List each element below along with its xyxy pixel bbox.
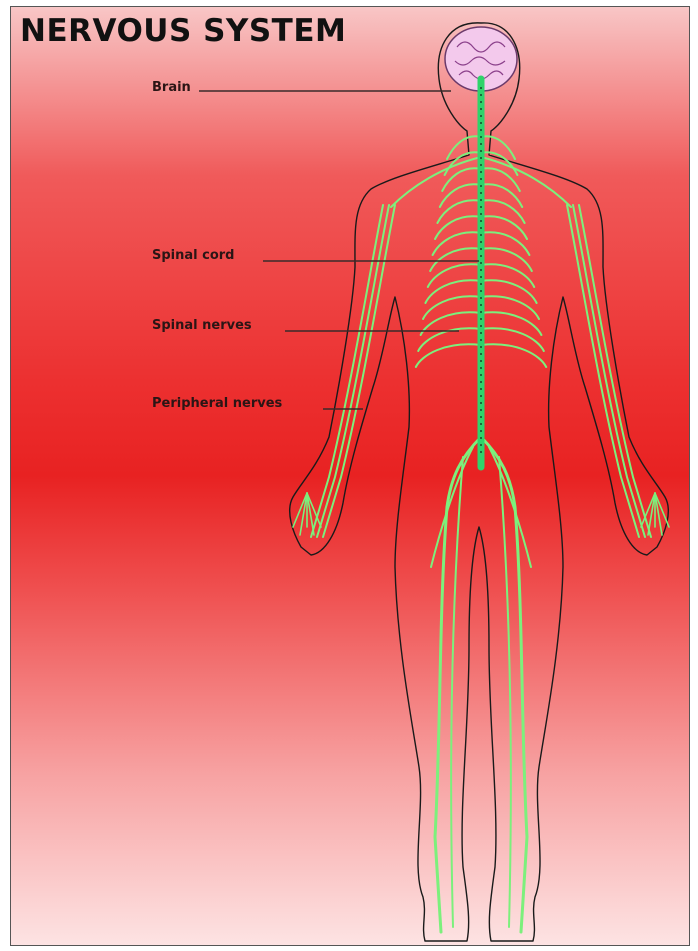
leg-nerve-left <box>435 437 481 932</box>
arm-nerve-right <box>573 205 645 537</box>
spinal-nerve <box>481 296 539 319</box>
spinal-nerve <box>423 296 481 319</box>
finger-nerve-left <box>307 493 314 535</box>
spinal-nerve <box>481 264 534 287</box>
arm-nerve-left <box>311 205 383 537</box>
thigh-nerve-right <box>489 447 531 567</box>
finger-nerve-right <box>648 493 655 535</box>
spinal-nerve <box>481 232 529 255</box>
spinal-nerve <box>481 344 546 367</box>
leg-nerve-right <box>499 457 511 927</box>
finger-nerve-right <box>655 493 662 535</box>
spinal-nerve <box>481 200 525 223</box>
spinal-nerve <box>481 248 532 271</box>
arm-nerve-right <box>579 205 651 537</box>
spinal-nerve <box>433 232 481 255</box>
spinal-nerve <box>428 264 481 287</box>
label-spinal-nerves: Spinal nerves <box>152 319 252 332</box>
label-peripheral-nerves: Peripheral nerves <box>152 397 282 410</box>
spinal-nerve <box>437 200 481 223</box>
spinal-nerve <box>425 280 481 303</box>
spinal-nerve <box>442 168 481 191</box>
body-diagram <box>11 7 690 946</box>
label-brain: Brain <box>152 81 191 94</box>
spinal-nerve <box>481 280 537 303</box>
spinal-nerve <box>481 216 527 239</box>
leg-nerve-right <box>481 437 527 932</box>
spinal-nerve <box>481 168 520 191</box>
arm-nerve-left <box>323 205 395 537</box>
leg-nerve-left <box>451 457 463 927</box>
label-leaders <box>199 91 479 409</box>
spinal-nerve <box>481 328 544 351</box>
thigh-nerve-left <box>431 447 473 567</box>
nervous-system-poster: NERVOUS SYSTEM Brain Spinal cord Spinal … <box>10 6 690 946</box>
spinal-nerve <box>440 184 481 207</box>
spinal-nerve <box>435 216 481 239</box>
spinal-nerve <box>416 344 481 367</box>
shoulder-nerve <box>481 157 571 207</box>
spinal-nerve <box>430 248 481 271</box>
finger-nerve-left <box>300 493 307 535</box>
spinal-nerve <box>481 312 541 335</box>
spinal-nerve <box>481 184 522 207</box>
label-spinal-cord: Spinal cord <box>152 249 235 262</box>
